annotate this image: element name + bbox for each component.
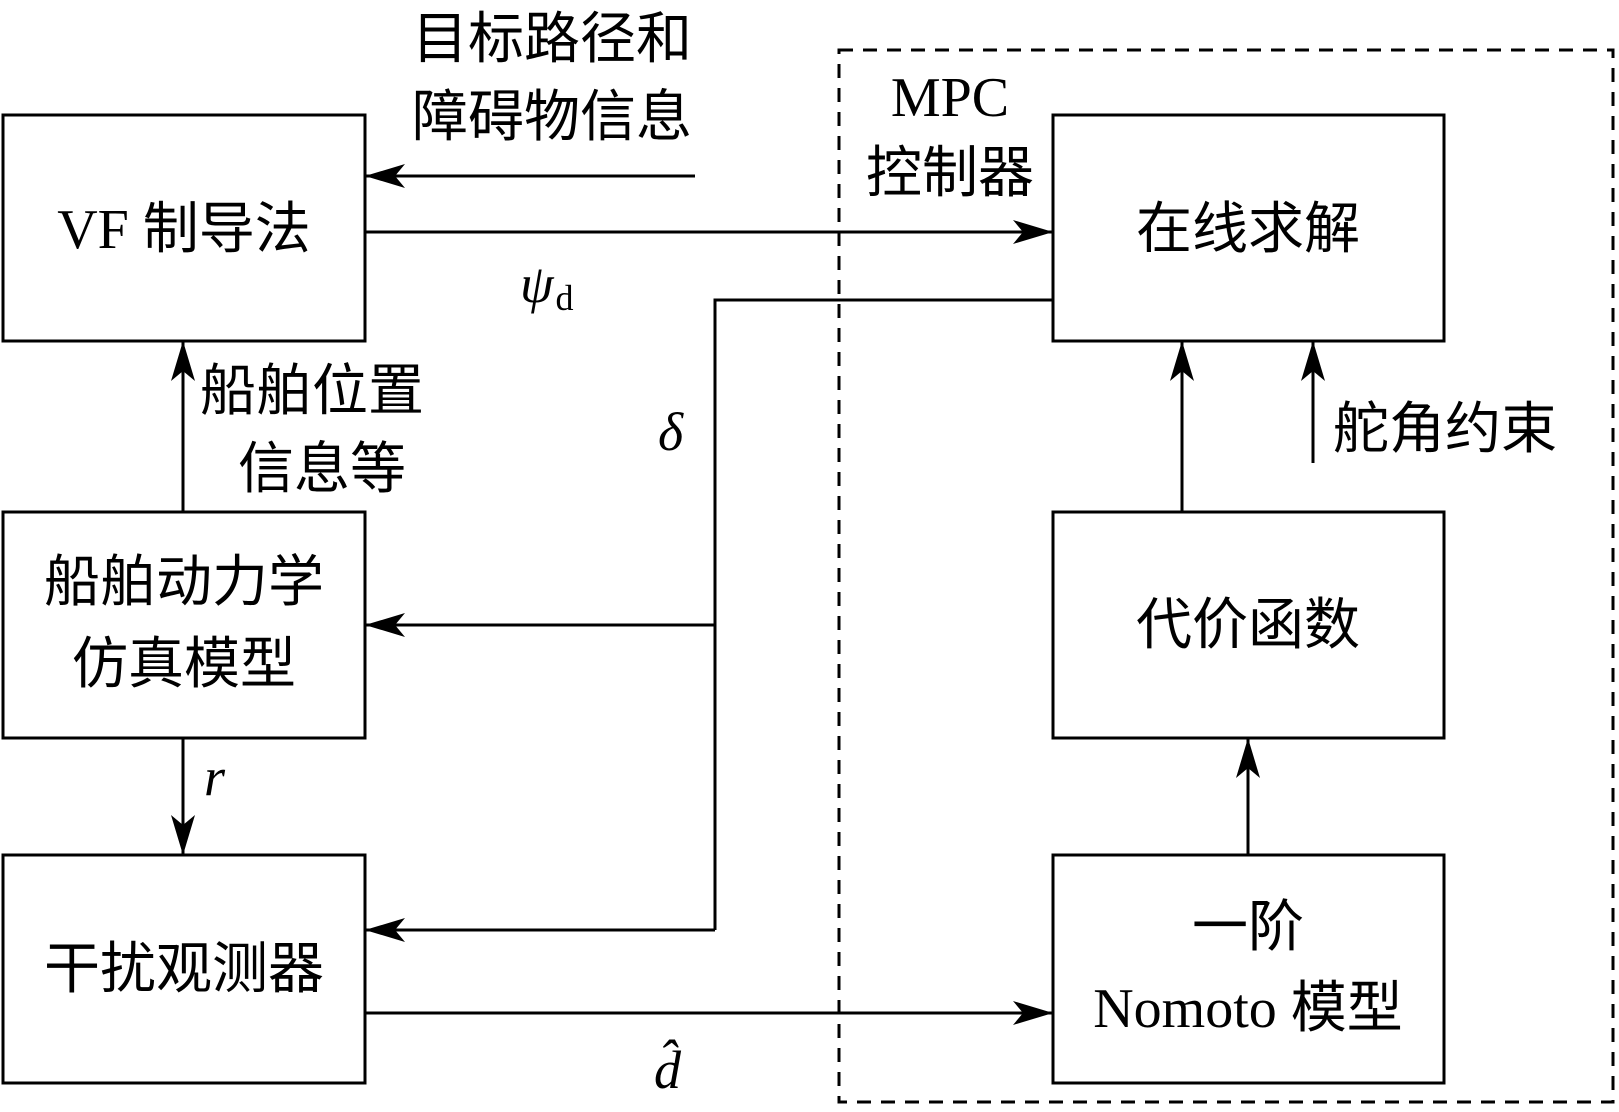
ship-dynamics-block <box>1 510 367 740</box>
nomoto-label-line1: 一阶 <box>1192 895 1304 960</box>
ship-dynamics-label-line2: 仿真模型 <box>72 632 296 697</box>
mpc-label-line2: 控制器 <box>866 141 1034 206</box>
ship-position-label-line1: 船舶位置 <box>200 359 424 424</box>
nomoto-label-line2: Nomoto 模型 <box>1093 978 1403 1040</box>
nomoto-model-block <box>1051 853 1446 1085</box>
online-solve-label: 在线求解 <box>1136 197 1360 262</box>
vf-guidance-label: VF 制导法 <box>57 199 311 261</box>
delta-feedback-line <box>713 298 1053 930</box>
psi-d-signal-label: ψd <box>520 254 574 318</box>
target-info-label-line2: 障碍物信息 <box>412 85 692 150</box>
d-hat-signal-label: d̂ <box>654 1038 682 1100</box>
delta-signal-label: δ <box>658 402 684 462</box>
mpc-label-line1: MPC <box>891 67 1009 129</box>
disturbance-observer-label: 干扰观测器 <box>44 937 324 1002</box>
mpc-controller-region <box>837 48 1615 1104</box>
online-solve-block <box>1051 113 1446 343</box>
target-info-label-line1: 目标路径和 <box>412 7 692 72</box>
ship-dynamics-label-line1: 船舶动力学 <box>44 550 324 615</box>
cost-function-label: 代价函数 <box>1136 593 1360 658</box>
ship-position-label-line2: 信息等 <box>238 437 406 502</box>
r-signal-label: r <box>204 747 226 807</box>
rudder-constraint-label: 舵角约束 <box>1333 397 1557 462</box>
